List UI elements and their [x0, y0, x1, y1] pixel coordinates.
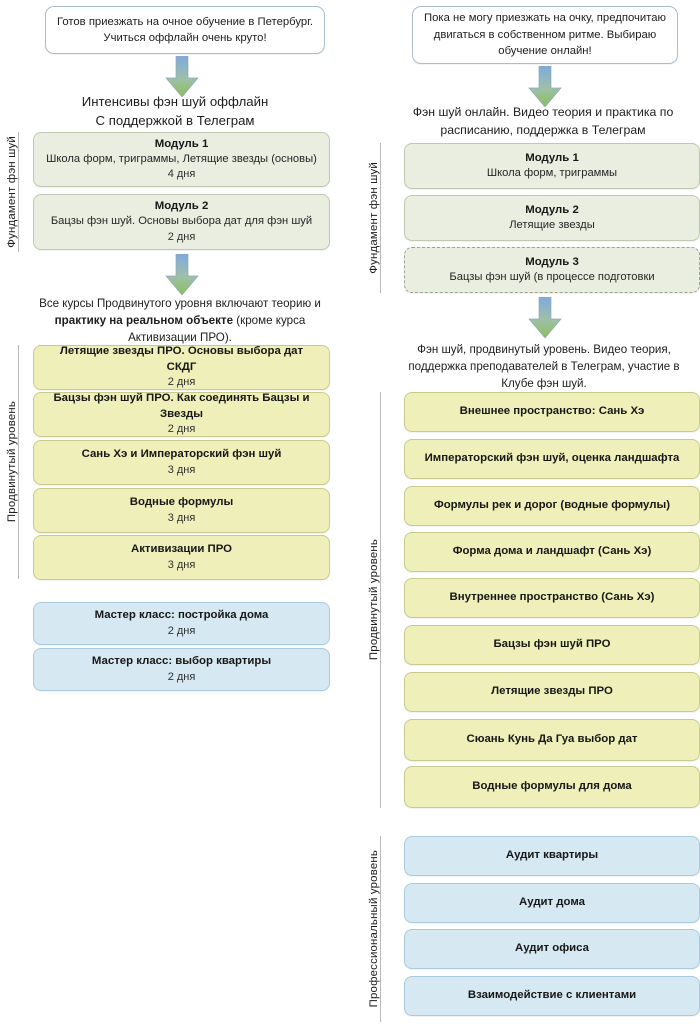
box-title: Внешнее пространство: Сань Хэ: [459, 405, 645, 418]
advanced-note-part1: Все курсы Продвинутого уровня включают т…: [39, 297, 321, 310]
offline-advanced-course-2[interactable]: Бацзы фэн шуй ПРО. Как соединять Бацзы и…: [33, 392, 330, 437]
box-title: Модуль 1: [525, 151, 579, 164]
box-title: Водные формулы для дома: [472, 780, 632, 793]
box-duration: 4 дня: [167, 168, 196, 181]
online-advanced-label: Продвинутый уровень: [368, 539, 380, 661]
online-advanced-note: Фэн шуй, продвинутый уровень. Видео теор…: [408, 343, 680, 390]
box-title: Модуль 2: [154, 200, 209, 213]
offline-track-column: Готов приезжать на очное обучение в Пете…: [6, 6, 330, 691]
online-advanced-course-3[interactable]: Формулы рек и дорог (водные формулы): [404, 486, 700, 526]
box-title: Водные формулы: [129, 496, 234, 509]
box-title: Модуль 3: [525, 255, 579, 268]
advanced-note-part2: (кроме курса Активизации ПРО).: [128, 313, 306, 344]
box-subtitle: Бацзы фэн шуй. Основы выбора дат для фэн…: [50, 215, 313, 228]
offline-advanced-course-1[interactable]: Летящие звезды ПРО. Основы выбора дат СК…: [33, 345, 330, 390]
box-title: Активизации ПРО: [130, 543, 233, 556]
offline-intro-bubble: Готов приезжать на очное обучение в Пете…: [45, 6, 325, 54]
online-foundation-label: Фундамент фэн шуй: [368, 162, 380, 274]
box-duration: 2 дня: [167, 624, 196, 637]
online-professional-course-4[interactable]: Взаимодействие с клиентами: [404, 976, 700, 1016]
online-foundation-module-2[interactable]: Модуль 2 Летящие звезды: [404, 195, 700, 241]
down-arrow-icon: [528, 297, 562, 339]
online-advanced-course-6[interactable]: Бацзы фэн шуй ПРО: [404, 625, 700, 665]
online-professional-course-3[interactable]: Аудит офиса: [404, 929, 700, 969]
offline-advanced-note: Все курсы Продвинутого уровня включают т…: [30, 296, 330, 346]
box-duration: 2 дня: [167, 423, 196, 436]
box-title: Модуль 1: [154, 137, 209, 150]
online-professional-course-2[interactable]: Аудит дома: [404, 883, 700, 923]
bracket-line: [18, 345, 19, 579]
box-duration: 3 дня: [167, 558, 196, 571]
bracket-line: [380, 392, 381, 808]
offline-advanced-course-4[interactable]: Водные формулы 3 дня: [33, 488, 330, 533]
box-title: Сюань Кунь Да Гуа выбор дат: [466, 733, 638, 746]
box-subtitle: Бацзы фэн шуй (в процессе подготовки: [449, 271, 655, 284]
offline-foundation-module-1[interactable]: Модуль 1 Школа форм, триграммы, Летящие …: [33, 132, 330, 187]
offline-advanced-course-3[interactable]: Сань Хэ и Императорский фэн шуй 3 дня: [33, 440, 330, 485]
box-subtitle: Школа форм, триграммы, Летящие звезды (о…: [46, 152, 317, 165]
online-advanced-course-9[interactable]: Водные формулы для дома: [404, 766, 700, 808]
offline-masterclass-2[interactable]: Мастер класс: выбор квартиры 2 дня: [33, 648, 330, 691]
box-title: Императорский фэн шуй, оценка ландшафта: [424, 452, 680, 465]
online-foundation-module-1[interactable]: Модуль 1 Школа форм, триграммы: [404, 143, 700, 189]
bracket-line: [380, 836, 381, 1022]
box-subtitle: Школа форм, триграммы: [486, 167, 618, 180]
online-advanced-course-4[interactable]: Форма дома и ландшафт (Сань Хэ): [404, 532, 700, 572]
box-duration: 3 дня: [167, 511, 196, 524]
box-title: Внутреннее пространство (Сань Хэ): [449, 591, 655, 604]
down-arrow-icon: [165, 254, 199, 296]
box-title: Аудит дома: [519, 896, 585, 909]
offline-foundation-module-2[interactable]: Модуль 2 Бацзы фэн шуй. Основы выбора да…: [33, 194, 330, 250]
offline-foundation-group: Фундамент фэн шуй: [6, 132, 19, 252]
box-title: Форма дома и ландшафт (Сань Хэ): [452, 545, 652, 558]
box-title: Аудит квартиры: [505, 849, 599, 862]
online-advanced-course-7[interactable]: Летящие звезды ПРО: [404, 672, 700, 712]
box-duration: 2 дня: [167, 230, 196, 243]
down-arrow-icon: [528, 66, 562, 108]
box-subtitle: Летящие звезды: [509, 219, 595, 232]
online-track-column: Пока не могу приезжать на очку, предпочи…: [350, 0, 700, 1024]
online-professional-label: Профессиональный уровень: [368, 850, 380, 1008]
bracket-line: [380, 143, 381, 293]
box-title: Летящие звезды ПРО: [491, 685, 613, 698]
online-professional-group: Профессиональный уровень: [368, 836, 381, 1022]
box-duration: 2 дня: [167, 670, 196, 683]
online-advanced-group: Продвинутый уровень: [368, 392, 381, 808]
box-title: Сань Хэ и Императорский фэн шуй: [81, 448, 282, 461]
online-advanced-course-1[interactable]: Внешнее пространство: Сань Хэ: [404, 392, 700, 432]
box-title: Формулы рек и дорог (водные формулы): [433, 499, 670, 512]
offline-advanced-group: Продвинутый уровень: [6, 345, 19, 579]
box-title: Мастер класс: постройка дома: [94, 609, 269, 622]
box-duration: 3 дня: [167, 463, 196, 476]
advanced-note-bold: практику на реальном объекте: [54, 313, 234, 327]
box-title: Аудит офиса: [515, 942, 589, 955]
box-title: Взаимодействие с клиентами: [467, 989, 637, 1002]
bracket-line: [18, 132, 19, 252]
online-professional-course-1[interactable]: Аудит квартиры: [404, 836, 700, 876]
box-title: Бацзы фэн шуй ПРО. Как соединять Бацзы и…: [53, 392, 310, 420]
box-title: Летящие звезды ПРО. Основы выбора дат СК…: [59, 345, 304, 373]
box-duration: 2 дня: [167, 376, 196, 389]
online-heading: Фэн шуй онлайн. Видео теория и практика …: [412, 105, 674, 137]
box-title: Модуль 2: [525, 203, 579, 216]
box-title: Мастер класс: выбор квартиры: [91, 655, 272, 668]
online-intro-bubble: Пока не могу приезжать на очку, предпочи…: [412, 6, 678, 64]
offline-advanced-label: Продвинутый уровень: [6, 401, 18, 523]
online-advanced-course-5[interactable]: Внутреннее пространство (Сань Хэ): [404, 578, 700, 618]
box-title: Бацзы фэн шуй ПРО: [493, 638, 611, 651]
offline-masterclass-1[interactable]: Мастер класс: постройка дома 2 дня: [33, 602, 330, 645]
offline-foundation-label: Фундамент фэн шуй: [6, 136, 18, 248]
online-advanced-course-2[interactable]: Императорский фэн шуй, оценка ландшафта: [404, 439, 700, 479]
online-foundation-module-3[interactable]: Модуль 3 Бацзы фэн шуй (в процессе подго…: [404, 247, 700, 293]
down-arrow-icon: [165, 56, 199, 98]
offline-advanced-course-5[interactable]: Активизации ПРО 3 дня: [33, 535, 330, 580]
online-advanced-course-8[interactable]: Сюань Кунь Да Гуа выбор дат: [404, 719, 700, 761]
online-foundation-group: Фундамент фэн шуй: [368, 143, 381, 293]
